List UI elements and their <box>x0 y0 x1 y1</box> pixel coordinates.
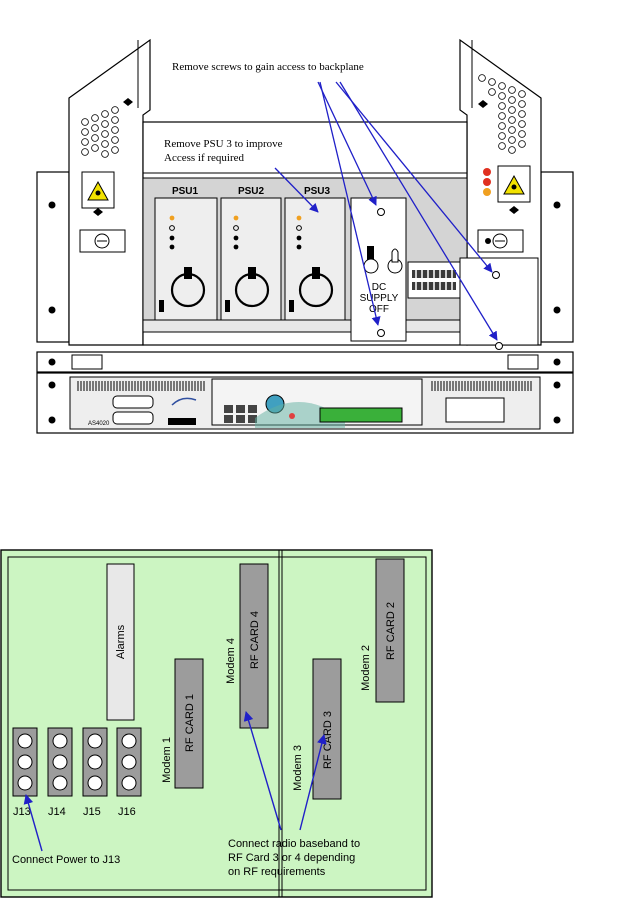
baseband-note-line2: RF Card 3 or 4 depending <box>228 852 355 864</box>
led-red-icon <box>483 168 491 176</box>
rf-card-3-label: RF CARD 3 <box>322 711 334 769</box>
rf-card-2-label: RF CARD 2 <box>385 602 397 660</box>
unit-model-label: AS4020 <box>88 421 110 427</box>
psu-3[interactable] <box>284 197 346 321</box>
dc-label-line3: OFF <box>369 304 389 315</box>
bezel-strip <box>36 351 574 373</box>
connector-j13[interactable] <box>12 727 38 797</box>
green-status-bar <box>319 407 403 423</box>
connector-j16[interactable] <box>116 727 142 797</box>
vent-holes-left <box>81 106 119 158</box>
ear-screw-icon <box>553 201 561 209</box>
connector-j15[interactable] <box>82 727 108 797</box>
rack-unit: PSU1 PSU2 PSU3 DC SUPPLY OFF <box>36 38 574 434</box>
arrow-to-rf-card-3 <box>299 734 327 831</box>
rf-card-2[interactable]: RF CARD 2 <box>375 558 405 703</box>
ear-screw-icon <box>48 381 56 389</box>
j13-label: J13 <box>13 806 31 818</box>
dc-label-line1: DC <box>372 282 386 293</box>
bottom-arrows <box>23 711 327 852</box>
modem-1-label: Modem 1 <box>161 737 173 783</box>
vent-holes-right <box>478 74 526 154</box>
ear-screw-icon <box>48 306 56 314</box>
card-slot-icon <box>168 418 196 425</box>
side-compartment <box>459 257 539 346</box>
rf-card-1[interactable]: RF CARD 1 <box>174 658 204 789</box>
ear-screw-icon <box>553 306 561 314</box>
annotation-psu-line2: Access if required <box>164 152 245 164</box>
psu-1-label: PSU1 <box>172 186 199 197</box>
annotation-screws: Remove screws to gain access to backplan… <box>172 61 364 73</box>
j14-label: J14 <box>48 806 66 818</box>
screw-icon <box>495 342 503 350</box>
arrow-to-screw <box>339 81 498 341</box>
modem-4-label: Modem 4 <box>225 638 237 684</box>
rf-card-4-label: RF CARD 4 <box>249 611 261 669</box>
serial-port-icon <box>112 411 154 425</box>
annotation-psu-line1: Remove PSU 3 to improve <box>164 138 283 150</box>
modem-3-label: Modem 3 <box>292 745 304 791</box>
j15-label: J15 <box>83 806 101 818</box>
serial-port-icon <box>112 395 154 409</box>
psu-2[interactable] <box>220 197 282 321</box>
screw-icon <box>377 329 385 337</box>
psu-2-label: PSU2 <box>238 186 265 197</box>
ear-screw-icon <box>553 358 561 366</box>
screw-icon <box>492 271 500 279</box>
dc-label-line2: SUPPLY <box>360 293 399 304</box>
baseband-note-line3: on RF requirements <box>228 866 326 878</box>
arrow-to-psu3 <box>274 167 319 213</box>
led-red-icon <box>483 178 491 186</box>
arrow-to-screw <box>319 81 381 326</box>
arrow-to-j13 <box>23 794 43 852</box>
right-mount-ear <box>540 171 574 343</box>
j16-label: J16 <box>118 806 136 818</box>
ear-screw-icon <box>553 416 561 424</box>
modem-2-label: Modem 2 <box>360 645 372 691</box>
psu-3-label: PSU3 <box>304 186 331 197</box>
rf-card-3[interactable]: RF CARD 3 <box>312 658 342 800</box>
left-mount-ear <box>36 171 70 343</box>
ear-screw-icon <box>48 358 56 366</box>
ear-screw-icon <box>48 416 56 424</box>
arrow-to-screw <box>317 81 377 206</box>
led-amber-icon <box>483 188 491 196</box>
ear-screw-icon <box>48 201 56 209</box>
dc-supply-module[interactable]: DC SUPPLY OFF <box>350 197 407 342</box>
psu-1[interactable] <box>154 197 218 321</box>
dc-switch-icon <box>367 246 374 262</box>
ear-screw-icon <box>553 381 561 389</box>
rf-card-1-label: RF CARD 1 <box>184 694 196 752</box>
top-arrows <box>274 81 498 341</box>
alarms-label: Alarms <box>115 624 127 659</box>
connector-j14[interactable] <box>47 727 73 797</box>
alarms-connector <box>106 563 135 721</box>
arrow-to-rf-card-4 <box>243 711 282 831</box>
lower-unit: AS4020 <box>36 372 574 434</box>
backplane-board: Alarms RF CARD 1 RF CARD 4 RF CARD 3 RF … <box>0 549 433 898</box>
rf-card-4[interactable]: RF CARD 4 <box>239 563 269 729</box>
arrow-to-screw <box>335 81 493 273</box>
power-note: Connect Power to J13 <box>12 854 120 866</box>
baseband-note-line1: Connect radio baseband to <box>228 838 360 850</box>
screw-icon <box>377 208 385 216</box>
